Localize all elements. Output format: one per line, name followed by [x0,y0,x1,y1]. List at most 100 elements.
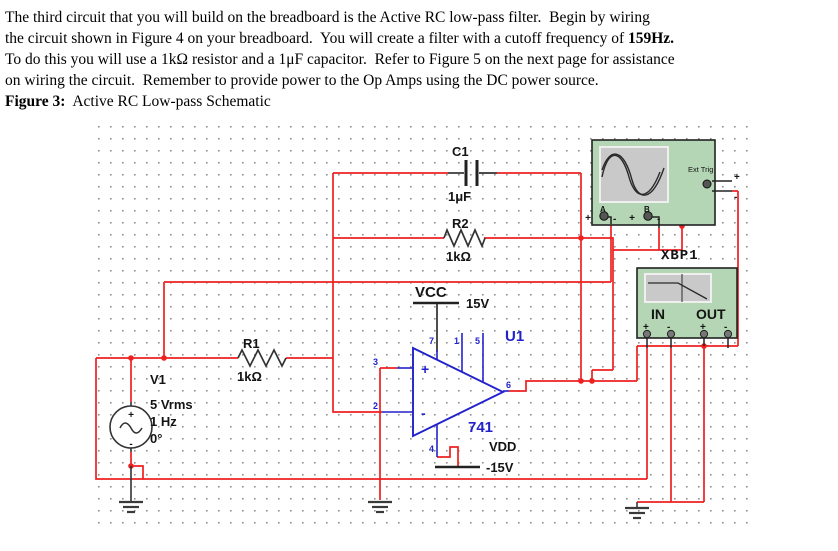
pin1-number: 1 [454,336,459,346]
channel-b-label: B [644,205,650,214]
resistor-symbol [237,348,287,368]
wire [636,191,739,381]
pin4-number: 4 [429,444,434,454]
vdd-rail: VDD -15V [435,439,516,475]
wire [332,173,382,413]
junction-dot [578,235,584,241]
u1-ref-label: U1 [505,328,524,345]
pin7-number: 7 [429,336,434,346]
wire [613,226,683,251]
paragraph-line: on wiring the circuit. Remember to provi… [5,70,833,91]
pin5-number: 5 [475,336,480,346]
out-minus-terminal [723,329,733,339]
terminal-stubs [646,338,729,348]
c1-value-label: 1μF [448,189,471,204]
oscilloscope: Ext Trig + - A B + - + - [585,139,740,228]
opamp-pins [382,333,509,457]
source-minus-mark: - [129,439,132,450]
r2-value-label: 1kΩ [446,249,471,264]
vcc-rail: VCC 15V [413,284,489,352]
cutoff-frequency: 159Hz. [627,30,675,47]
pin2-number: 2 [373,401,378,411]
channel-a-minus-mark: - [613,214,616,225]
wire [379,367,397,500]
ext-trig-minus-mark: - [734,192,737,203]
capacitor-c1: C1 1μF [448,144,497,204]
paragraph-text: on wiring the circuit. Remember to provi… [5,72,599,89]
source-plus-mark: + [128,410,134,421]
channel-b-plus-mark: + [629,213,635,224]
r1-value-label: 1kΩ [237,369,262,384]
paragraph-text: To do this you will use a 1kΩ resistor a… [5,51,675,68]
junction-dot [589,378,595,384]
ground-symbol [368,500,392,514]
v1-ref-label: V1 [150,372,166,387]
resistor-symbol [443,227,486,249]
noninverting-input-mark: + [421,361,429,377]
in-minus-terminal [666,329,676,339]
pin6-number: 6 [506,380,511,390]
paragraph-text: the circuit shown in Figure 4 on your br… [5,30,628,47]
in-minus-mark: - [667,322,670,333]
out-minus-mark: - [724,322,727,333]
opamp-u1: + - 3 2 7 1 5 6 4 U1 741 [373,328,524,457]
channel-b-lead [652,216,660,228]
wire [637,346,705,503]
channel-a-terminal [599,211,609,221]
in-plus-terminal [642,329,652,339]
bode-in-label: IN [651,306,665,322]
instruction-paragraph: The third circuit that you will build on… [0,0,838,112]
vdd-value-label: -15V [486,460,514,475]
out-plus-terminal [699,329,709,339]
paragraph-line: the circuit shown in Figure 4 on your br… [5,28,833,49]
wire [437,446,459,467]
resistor-r1: R1 1kΩ [237,336,287,384]
paragraph-text: The third circuit that you will build on… [5,9,650,26]
waveform-trace [601,154,661,195]
bode-plotter: XBP1 IN OUT + - + - [636,248,738,348]
junction-dot [128,355,134,361]
channel-a-plus-mark: + [585,213,591,224]
bode-terminals [642,329,733,348]
wire [95,358,647,480]
r2-ref-label: R2 [452,216,469,231]
lowpass-curve [648,282,708,300]
v1-frequency-label: 1 Hz [150,414,177,429]
paragraph-line: The third circuit that you will build on… [5,7,833,28]
vcc-label: VCC [415,284,447,301]
channel-a-lead [608,216,612,224]
ground-symbol [119,500,143,514]
junction-dot [578,378,584,384]
in-plus-mark: + [643,322,649,333]
ext-trig-label: Ext Trig [688,165,713,174]
channel-a-label: A [600,205,606,214]
ground-symbol [625,502,649,520]
waveform-trace [601,153,665,196]
vcc-value-label: 15V [466,296,489,311]
bode-plotter-screen [644,273,712,303]
ext-trig-terminal [702,179,712,189]
figure-caption: Figure 3: Active RC Low-pass Schematic [5,91,833,112]
wire-net [95,172,739,503]
figure-label: Figure 3: [5,93,66,110]
junction-dot [161,355,167,361]
vdd-label: VDD [489,439,516,454]
paragraph-line: To do this you will use a 1kΩ resistor a… [5,49,833,70]
ext-trig-plus-mark: + [734,172,740,183]
pin3-number: 3 [373,357,378,367]
out-plus-mark: + [700,322,706,333]
ground-symbols [119,500,649,520]
xbp1-ref-label: XBP1 [661,248,699,264]
channel-b-terminal [643,211,653,221]
scope-waveforms [601,153,665,196]
bode-out-label: OUT [696,306,726,322]
r1-ref-label: R1 [243,336,260,351]
v1-phase-label: 0° [150,431,162,446]
c1-ref-label: C1 [452,144,469,159]
resistor-r2: R2 1kΩ [443,216,486,264]
opamp-triangle [412,346,506,438]
ac-source-v1: + - V1 5 Vrms 1 Hz 0° [109,372,193,502]
inverting-input-mark: - [421,405,426,421]
figure-title: Active RC Low-pass Schematic [65,93,271,110]
